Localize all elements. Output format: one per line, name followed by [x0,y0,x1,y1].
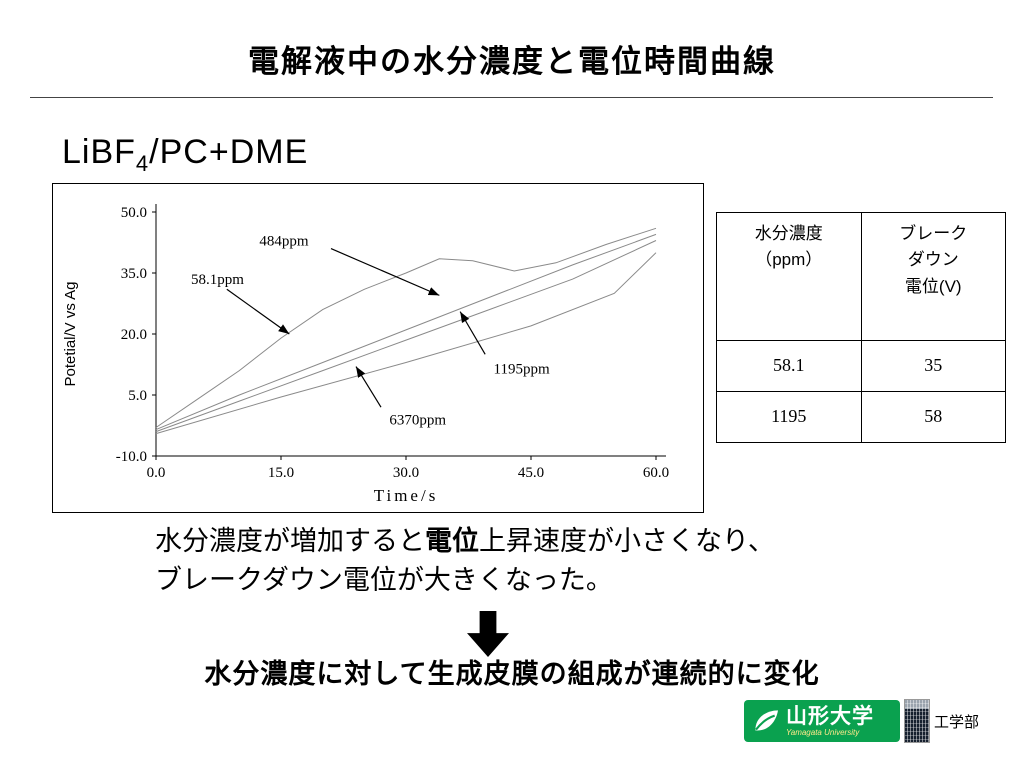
annotation-6370ppm: 6370ppm [389,412,446,428]
cell-ppm: 58.1 [716,340,862,392]
table-row: 1195 58 [716,391,1006,443]
breakdown-table: 水分濃度 （ppm） ブレーク ダウン 電位(V) 58.1 35 1195 5… [716,212,1006,443]
series-58.1ppm [155,227,657,428]
department-label: 工学部 [934,713,980,731]
annotation-arrow-6370ppm [355,366,382,408]
y-axis-label: Potetial/V vs Ag [62,281,79,386]
y-tick-label: 5.0 [128,388,147,404]
analysis-text: 水分濃度が増加すると電位上昇速度が小さくなり、 ブレークダウン電位が大きくなった… [155,522,895,600]
series-1195ppm [155,240,657,433]
x-tick-label: 15.0 [268,465,294,481]
annotation-arrow-1195ppm [459,311,486,355]
x-tick-label: 60.0 [643,465,669,481]
university-name-en: Yamagata University [786,727,860,737]
table-header-ppm: 水分濃度 （ppm） [716,212,862,341]
electrolyte-suffix: /PC+DME [149,133,309,171]
university-logo: 山形大学 Yamagata University [744,700,900,742]
analysis-part2: 上昇速度が小さくなり、 [479,526,775,556]
table-row: 58.1 35 [716,340,1006,392]
page-title: 電解液中の水分濃度と電位時間曲線 [248,44,776,79]
cell-ppm: 1195 [716,391,862,443]
electrolyte-label: LiBF4/PC+DME [62,133,308,177]
table-header-row: 水分濃度 （ppm） ブレーク ダウン 電位(V) [716,212,1006,341]
cell-breakdown: 58 [860,391,1006,443]
annotation-1195ppm: 1195ppm [494,362,550,378]
title-divider [30,97,993,98]
university-leaf-icon [755,710,778,731]
conclusion-text: 水分濃度に対して生成皮膜の組成が連続的に変化 [204,659,820,689]
table-header-breakdown: ブレーク ダウン 電位(V) [860,212,1006,341]
x-tick-label: 45.0 [518,465,544,481]
electrolyte-subscript: 4 [135,150,150,176]
x-tick-label: 30.0 [393,465,419,481]
analysis-bold: 電位 [425,526,479,556]
analysis-line2: ブレークダウン電位が大きくなった。 [155,565,613,595]
chart-canvas: 50.0 35.0 20.0 5.0 -10.00.0 15.0 30.0 45.0 60.0 P… [62,204,669,505]
y-tick-label: -10.0 [116,449,147,465]
series-484ppm [155,233,657,431]
y-tick-label: 50.0 [121,205,147,221]
annotation-484ppm: 484ppm [259,233,309,249]
y-tick-label: 20.0 [121,327,147,343]
annotation-arrow-58.1ppm [226,288,290,335]
cell-breakdown: 35 [860,340,1006,392]
annotation-58.1ppm: 58.1ppm [191,272,244,288]
x-tick-label: 0.0 [147,465,166,481]
annotation-arrow-484ppm [330,248,440,296]
university-name: 山形大学 [786,704,874,728]
electrolyte-prefix: LiBF [62,133,136,171]
down-block-arrow-icon [467,611,509,657]
series-6370ppm [155,252,657,435]
y-tick-label: 35.0 [121,266,147,282]
analysis-part1: 水分濃度が増加すると [155,526,425,556]
footer: 山形大学 Yamagata University 工学部 [744,698,979,744]
x-axis-label: Time/s [374,486,439,505]
engineering-building-thumbnail [904,699,930,743]
